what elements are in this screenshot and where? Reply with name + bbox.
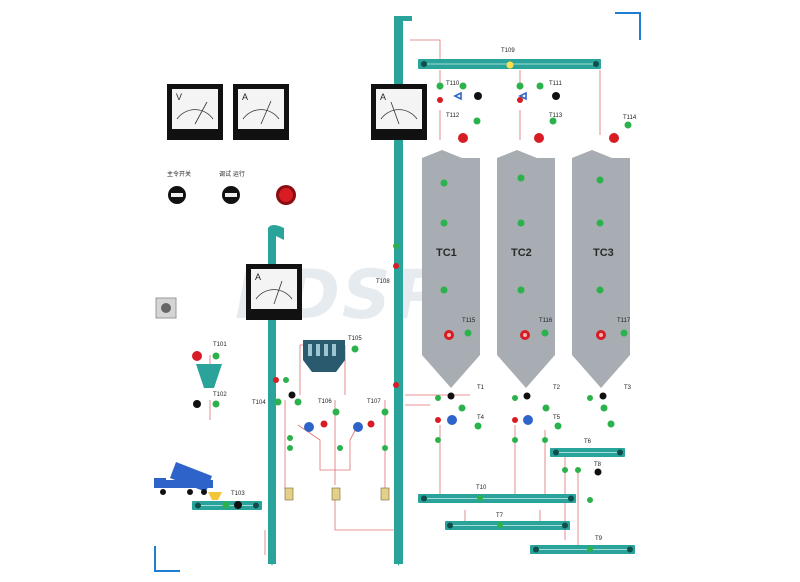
ammeter-1: A: [233, 84, 289, 140]
svg-text:T105: T105: [348, 336, 362, 342]
svg-text:T116: T116: [539, 318, 553, 324]
reset-button[interactable]: [155, 297, 177, 319]
svg-text:T113: T113: [549, 113, 563, 119]
silos: TC1 TC2 TC3: [422, 150, 630, 388]
svg-text:A: A: [242, 92, 248, 102]
svg-text:T7: T7: [496, 513, 504, 519]
svg-text:T10: T10: [476, 485, 487, 491]
main-switch-knob[interactable]: [168, 186, 186, 204]
svg-text:T1: T1: [477, 385, 485, 391]
svg-text:T111: T111: [549, 81, 562, 87]
svg-text:T115: T115: [462, 318, 476, 324]
svg-text:T8: T8: [594, 462, 602, 468]
wiring: [209, 39, 601, 555]
ammeter-2: A: [371, 84, 427, 140]
svg-text:T3: T3: [624, 385, 632, 391]
svg-text:T5: T5: [553, 415, 561, 421]
voltmeter: V: [167, 84, 223, 140]
svg-text:TC2: TC2: [511, 247, 532, 259]
svg-text:T6: T6: [584, 439, 592, 445]
corner-bracket-tr: [615, 12, 641, 40]
svg-text:T2: T2: [553, 385, 561, 391]
level-sensors: [444, 330, 606, 340]
emergency-stop-button[interactable]: [276, 185, 296, 205]
small-bins: [284, 487, 390, 501]
silo-tc3: TC3: [572, 150, 630, 388]
mode-switch-knob[interactable]: [222, 186, 240, 204]
ammeter-3: A: [246, 264, 302, 320]
svg-text:T9: T9: [595, 536, 603, 542]
svg-text:T114: T114: [623, 115, 637, 121]
top-lamps: [436, 61, 560, 103]
hopper-feeder: [192, 351, 222, 408]
mode-switch-label: 调试 运行: [219, 170, 245, 178]
silo-tc1: TC1: [422, 150, 480, 388]
corner-bracket-bl: [154, 546, 180, 572]
svg-text:T107: T107: [367, 399, 381, 405]
dust-collector: [303, 340, 359, 372]
dump-truck-icon: [154, 462, 222, 500]
outlet-valves: [435, 392, 615, 503]
svg-text:TC1: TC1: [436, 247, 457, 259]
distribution-valves: [273, 243, 399, 451]
level-lamps: [464, 329, 628, 337]
tag-labels: T109 T110 T111 T112 T113 T114 T115 T116 …: [213, 48, 637, 542]
svg-text:T109: T109: [501, 48, 515, 54]
svg-text:T4: T4: [477, 415, 485, 421]
svg-text:T117: T117: [617, 318, 631, 324]
svg-text:T102: T102: [213, 392, 227, 398]
svg-text:T101: T101: [213, 342, 227, 348]
feed-sensors: [458, 133, 619, 143]
svg-text:T112: T112: [446, 113, 460, 119]
svg-text:T103: T103: [231, 491, 245, 497]
ammeter-group: V A A A: [167, 84, 427, 320]
svg-text:T104: T104: [252, 400, 266, 406]
svg-text:A: A: [255, 272, 261, 282]
svg-text:A: A: [380, 92, 386, 102]
svg-text:TC3: TC3: [593, 247, 614, 259]
svg-text:T110: T110: [446, 81, 460, 87]
svg-text:T108: T108: [376, 279, 390, 285]
svg-text:V: V: [176, 92, 182, 102]
silo-tc2: TC2: [497, 150, 555, 388]
main-switch-label: 主令开关: [167, 170, 191, 178]
svg-text:T106: T106: [318, 399, 332, 405]
